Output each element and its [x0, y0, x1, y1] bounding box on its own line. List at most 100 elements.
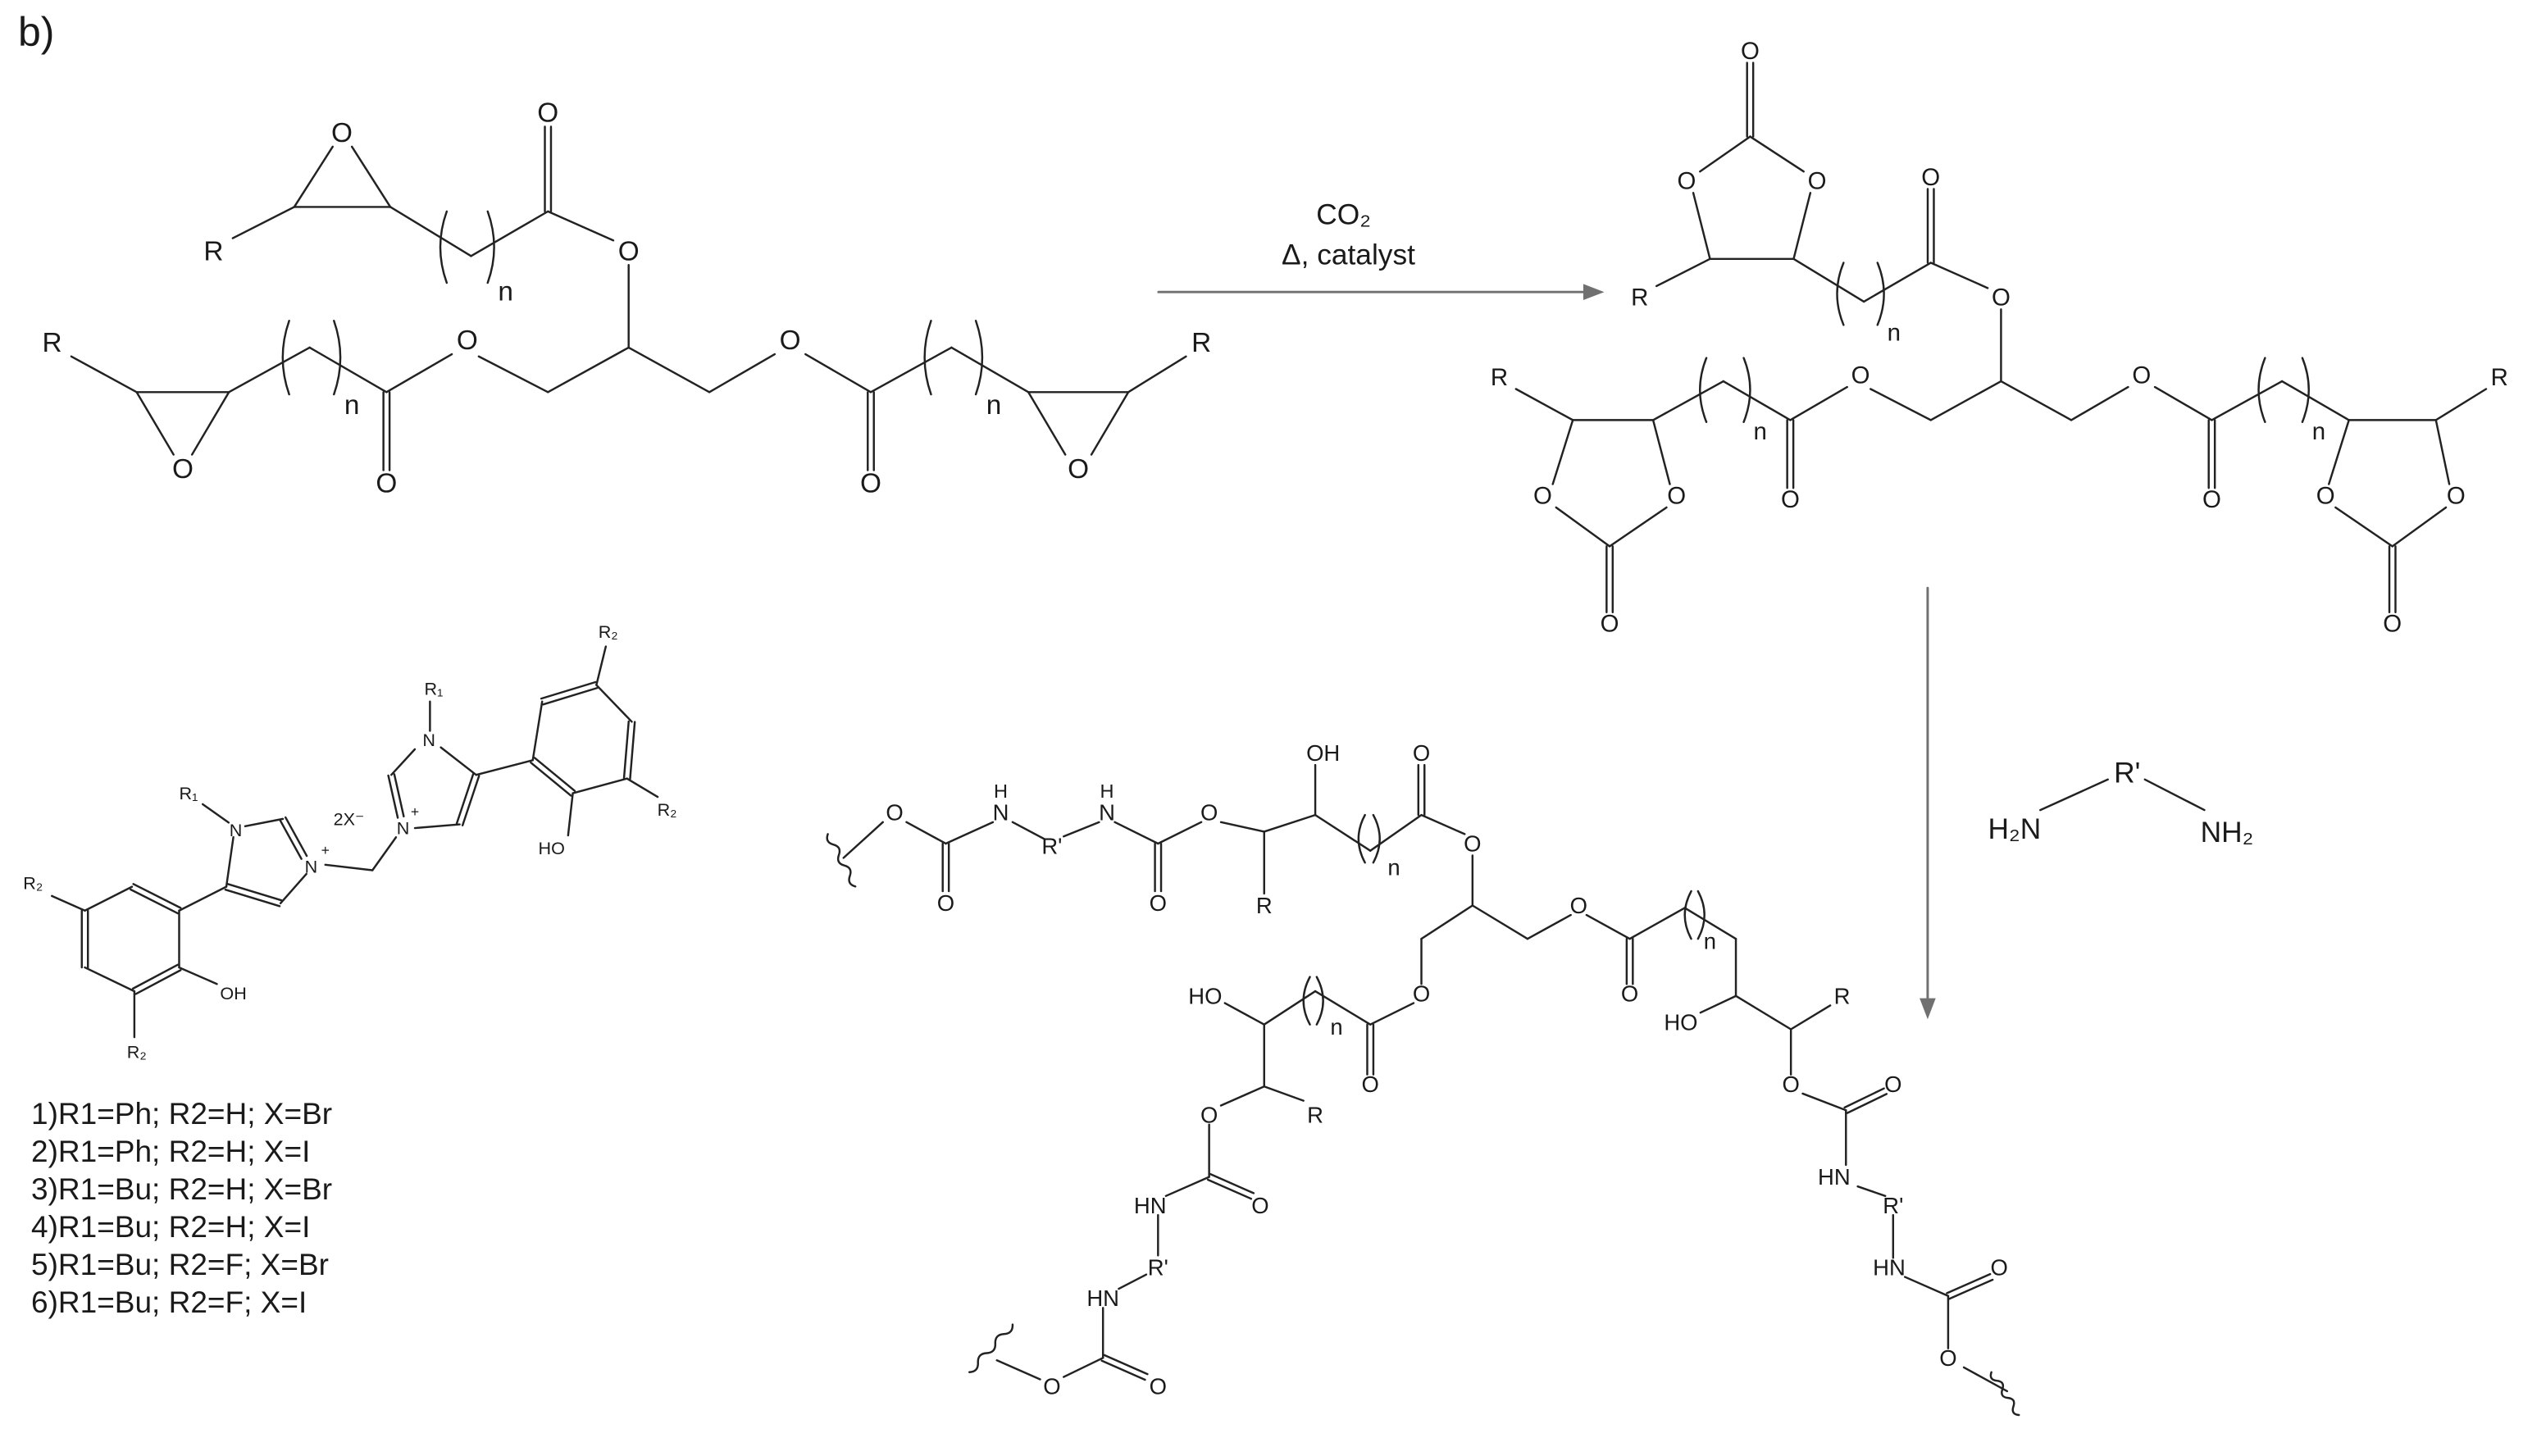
bond: [1420, 813, 1466, 835]
atom-label: O: [2447, 482, 2466, 509]
atom-label: R: [1631, 284, 1648, 312]
bond: [1856, 1185, 1887, 1198]
bond: [708, 353, 776, 394]
bond: [572, 777, 628, 794]
catalyst-variant: 3)R1=Bu; R2=H; X=Br: [31, 1172, 333, 1206]
bond: [190, 391, 230, 456]
atom-label: O: [1667, 482, 1686, 509]
bond: [470, 210, 549, 257]
reagent-co2: CO₂: [1316, 199, 1371, 231]
bond: [1699, 135, 1751, 173]
atom-label: O: [1851, 362, 1870, 389]
double-bond: [285, 816, 308, 858]
bracket-close: [2301, 357, 2310, 423]
atom-label: O: [1992, 284, 2011, 312]
catalyst-variant: 1)R1=Ph; R2=H; X=Br: [31, 1097, 333, 1131]
diamine-right: NH₂: [2201, 817, 2254, 849]
atom-label: O: [457, 325, 478, 356]
atom-label: O: [1068, 454, 1089, 485]
bond: [905, 821, 947, 845]
bond: [70, 355, 138, 394]
double-bond: [533, 757, 576, 792]
bond: [1113, 821, 1159, 845]
double-bond: [224, 888, 281, 908]
atom-label: n: [1704, 929, 1716, 954]
bond: [1090, 391, 1130, 456]
bond: [627, 346, 711, 394]
atom-label: HN: [1134, 1193, 1167, 1218]
atom-label: O: [2132, 362, 2151, 389]
bond: [1063, 821, 1100, 838]
double-bond: [461, 775, 480, 826]
double-bond: [387, 774, 399, 819]
bond: [1063, 1357, 1104, 1378]
bond: [595, 684, 633, 723]
bond: [547, 346, 630, 394]
bond: [2000, 380, 2073, 421]
atom-label: O: [1413, 981, 1430, 1006]
catalyst-variant: 4)R1=Bu; R2=H; X=I: [31, 1210, 311, 1244]
catalyst-variant-list: 1)R1=Ph; R2=H; X=Br 2)R1=Ph; R2=H; X=I 3…: [31, 1095, 332, 1322]
atom-label: 2X⁻: [334, 808, 365, 829]
bracket-open: [1302, 976, 1311, 1026]
bond: [477, 355, 549, 394]
bond: [51, 894, 86, 912]
bond: [1369, 813, 1423, 852]
bond: [842, 821, 884, 859]
bond: [1608, 506, 1668, 548]
atom-label: O: [172, 454, 194, 485]
atom-label: n: [2312, 418, 2325, 445]
bond: [308, 346, 388, 394]
atom-label: O: [537, 98, 558, 129]
bracket-close: [1696, 890, 1706, 940]
wavy-bond-icon: [1989, 1371, 2020, 1417]
atom-label: R: [42, 328, 61, 358]
bond: [350, 145, 392, 208]
bond: [531, 700, 544, 762]
double-bond: [1948, 1278, 1994, 1300]
bond: [1471, 904, 1529, 940]
atom-label: O: [2316, 482, 2335, 509]
bond: [227, 346, 311, 394]
bond: [371, 836, 398, 871]
bracket-open: [1836, 262, 1845, 326]
bond: [1223, 1002, 1265, 1026]
bond: [225, 836, 235, 888]
diamine-center: R': [2114, 757, 2140, 789]
bond: [804, 353, 872, 394]
bond: [1722, 380, 1792, 421]
atom-label: HN: [1818, 1164, 1851, 1190]
atom-label: O: [1782, 1072, 1799, 1097]
bond: [231, 206, 296, 239]
atom-label: O: [1150, 1374, 1167, 1399]
bond: [1369, 1002, 1415, 1026]
double-bond: [1843, 1087, 1885, 1109]
bond: [2143, 778, 2206, 812]
wavy-bond-icon: [826, 833, 857, 888]
atom-label: +: [321, 842, 330, 858]
double-bond: [542, 686, 599, 706]
atom-label: H: [1100, 780, 1113, 802]
atom-label: O: [2202, 486, 2221, 513]
bond: [2280, 380, 2350, 421]
bracket-open: [1357, 813, 1366, 864]
bond: [995, 1358, 1041, 1381]
double-bond: [1206, 1178, 1253, 1200]
bond: [475, 759, 534, 776]
bond: [1127, 355, 1187, 394]
diamine-left: H₂N: [1988, 813, 2042, 845]
atom-label: O: [886, 800, 903, 826]
atom-label: N: [230, 820, 243, 840]
double-bond: [540, 680, 597, 700]
double-bond: [1103, 1354, 1149, 1376]
bracket-close: [1876, 262, 1885, 326]
bond: [1789, 385, 1848, 421]
bond: [1792, 257, 1865, 303]
bond: [389, 206, 472, 257]
arrow-head-icon: [1920, 998, 1936, 1020]
bond: [84, 885, 134, 912]
bond: [244, 817, 285, 828]
bond: [1862, 262, 1932, 303]
